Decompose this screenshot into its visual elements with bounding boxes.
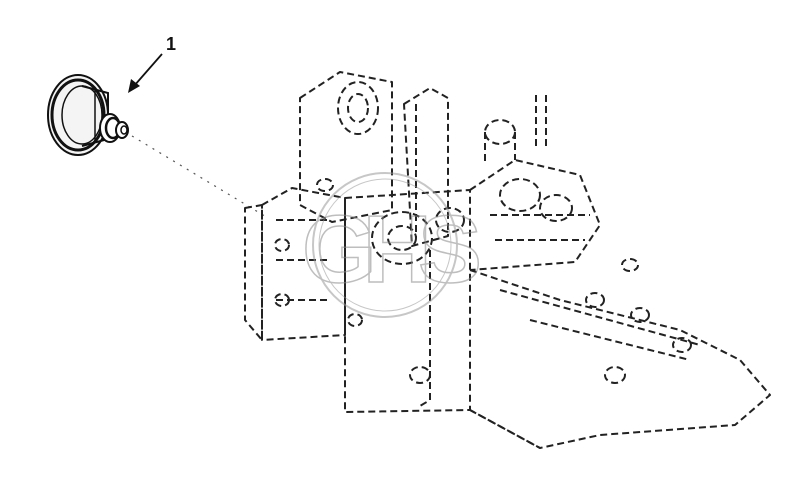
- watermark-text: GHS: [302, 196, 479, 303]
- engine-housing: [244, 71, 771, 449]
- callout-1-label: 1: [166, 34, 176, 54]
- alignment-line: [131, 135, 269, 219]
- callout-1: 1: [128, 34, 176, 93]
- watermark: GHS: [301, 172, 494, 318]
- part-1-seal: [47, 74, 129, 156]
